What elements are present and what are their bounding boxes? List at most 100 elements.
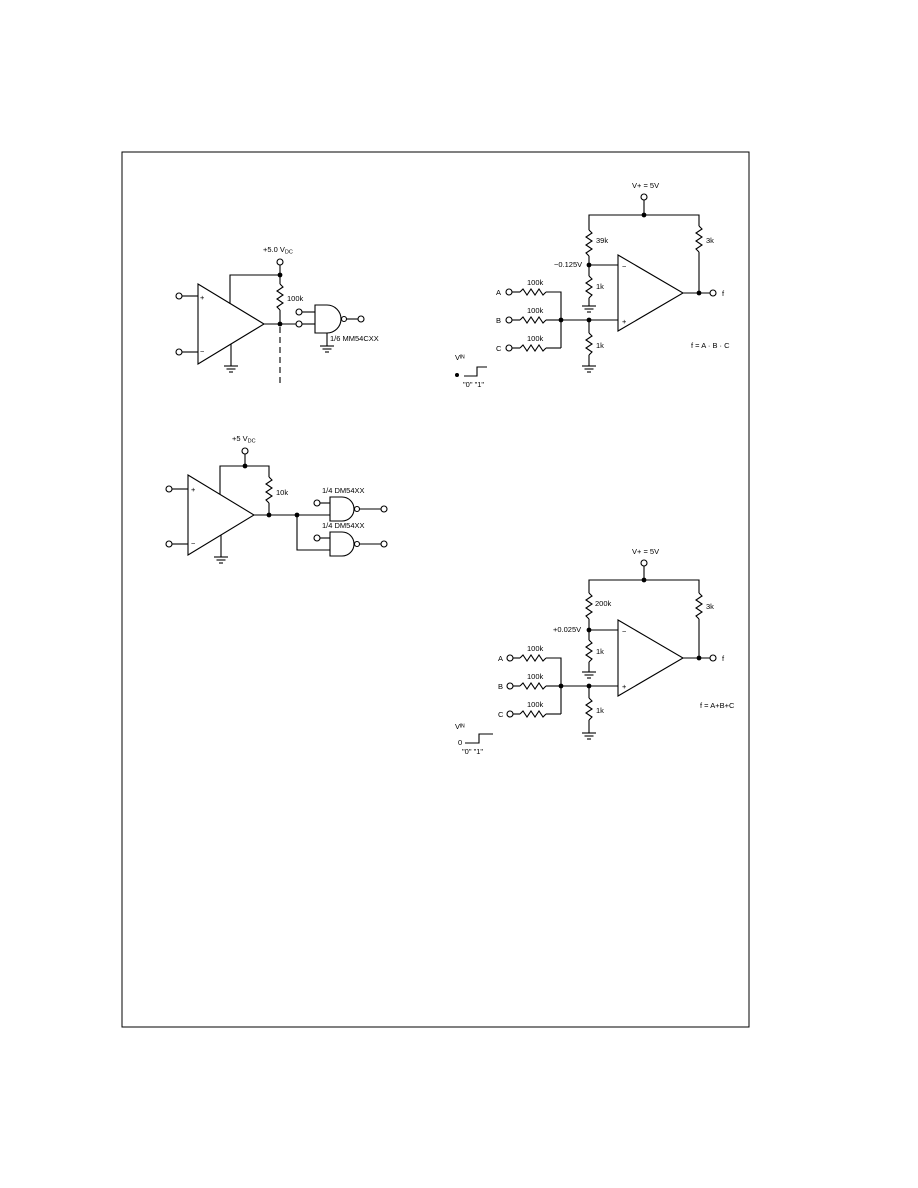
input-minus-terminal (175, 348, 183, 356)
r-top-label: 39k (596, 236, 608, 245)
output-terminal (709, 289, 717, 297)
op-amp-2-plus: + (191, 485, 196, 494)
resistor-1k-mid (585, 639, 593, 663)
r-c-label: 100k (527, 700, 544, 709)
resistor-1k-bottom (585, 332, 593, 356)
resistor-c (519, 710, 547, 718)
r-bot-label: 1k (596, 341, 604, 350)
input-b-terminal (506, 682, 514, 690)
resistor-1k-bottom (585, 697, 593, 721)
op-amp-3 (617, 254, 685, 332)
r-bot-label: 1k (596, 706, 604, 715)
ttl-gate-b (329, 531, 355, 557)
r-b-label: 100k (527, 672, 544, 681)
resistor-a (519, 288, 547, 296)
resistor-label: 100k (287, 294, 304, 303)
op-amp-2-minus: − (191, 539, 196, 548)
ttl-gate-a (329, 496, 355, 522)
op-amp-3-plus: + (622, 317, 627, 326)
supply-label: V+ = 5V (632, 547, 659, 556)
cmos-gate (314, 304, 342, 334)
resistor-200k (585, 592, 593, 620)
ground-symbol (582, 671, 596, 679)
gate-b-output-terminal (380, 540, 388, 548)
resistor-1k-mid (585, 275, 593, 299)
supply-terminal (640, 559, 648, 567)
input-a-terminal (506, 654, 514, 662)
r-top-label: 200k (595, 599, 612, 608)
resistor-100k (276, 283, 284, 311)
input-c-label: C (496, 344, 502, 353)
ground-symbol (320, 345, 334, 353)
r-a-label: 100k (527, 644, 544, 653)
op-amp-1-minus: − (200, 347, 205, 356)
resistor-39k (585, 229, 593, 257)
r-mid-label: 1k (596, 282, 604, 291)
input-c-label: C (498, 710, 504, 719)
output-terminal (709, 654, 717, 662)
input-a-label: A (498, 654, 503, 663)
resistor-b (519, 316, 547, 324)
vin-label: Vᴵᴺ (455, 722, 465, 731)
equation-label: f = A+B+C (700, 701, 735, 710)
circuit-2-ttl-driver: + − +5 VDC 10k 1/4 DM54 (165, 434, 388, 564)
input-b-label: B (498, 682, 503, 691)
circuit-4-or-gate: V+ = 5V 200k +0.025V 1k 3k − + f f = (455, 547, 735, 756)
resistor-3k (695, 225, 703, 253)
resistor-label: 10k (276, 488, 288, 497)
op-amp-3-minus: − (622, 262, 627, 271)
ground-symbol (214, 556, 228, 564)
input-a-label: A (496, 288, 501, 297)
input-c-terminal (506, 710, 514, 718)
r-out-label: 3k (706, 602, 714, 611)
gate-b-label: 1/4 DM54XX (322, 521, 365, 530)
ground-symbol (582, 732, 596, 740)
r-mid-label: 1k (596, 647, 604, 656)
step-waveform (465, 733, 493, 744)
supply-label: V+ = 5V (632, 181, 659, 190)
ground-symbol (582, 305, 596, 313)
input-minus-terminal (165, 540, 173, 548)
op-amp-4 (617, 619, 685, 697)
ground-symbol (224, 365, 238, 373)
resistor-b (519, 682, 547, 690)
op-amp-1-plus: + (200, 293, 205, 302)
r-a-label: 100k (527, 278, 544, 287)
output-label: f (722, 654, 725, 663)
gate-a-output-terminal (380, 505, 388, 513)
input-plus-terminal (175, 292, 183, 300)
reference-label: +0.025V (553, 625, 581, 634)
resistor-c (519, 344, 547, 352)
input-plus-terminal (165, 485, 173, 493)
input-c-terminal (505, 344, 513, 352)
supply-label: +5 VDC (232, 434, 256, 445)
input-b-label: B (496, 316, 501, 325)
step-waveform (464, 366, 487, 377)
supply-terminal (640, 193, 648, 201)
supply-terminal (241, 447, 249, 455)
op-amp-4-minus: − (622, 627, 627, 636)
equation-label: f = A · B · C (691, 341, 730, 350)
gate-output-terminal (357, 315, 365, 323)
input-a-terminal (505, 288, 513, 296)
circuit-1-cmos-driver: + − +5.0 VDC 100k (175, 245, 379, 384)
step-labels: "0" "1" (462, 747, 483, 756)
resistor-10k (265, 476, 273, 504)
step-labels: "0" "1" (463, 380, 484, 389)
resistor-a (519, 654, 547, 662)
input-b-terminal (505, 316, 513, 324)
gate-a-label: 1/4 DM54XX (322, 486, 365, 495)
r-c-label: 100k (527, 334, 544, 343)
r-out-label: 3k (706, 236, 714, 245)
gate-label: 1/6 MM54CXX (330, 334, 379, 343)
r-b-label: 100k (527, 306, 544, 315)
resistor-3k (695, 592, 703, 620)
page-frame (121, 151, 750, 1028)
supply-label: +5.0 VDC (263, 245, 293, 256)
output-label: f (722, 289, 725, 298)
vin-label: Vᴵᴺ (455, 353, 465, 362)
step-zero: 0 (458, 738, 462, 747)
ground-symbol (582, 365, 596, 373)
supply-terminal (276, 258, 284, 266)
